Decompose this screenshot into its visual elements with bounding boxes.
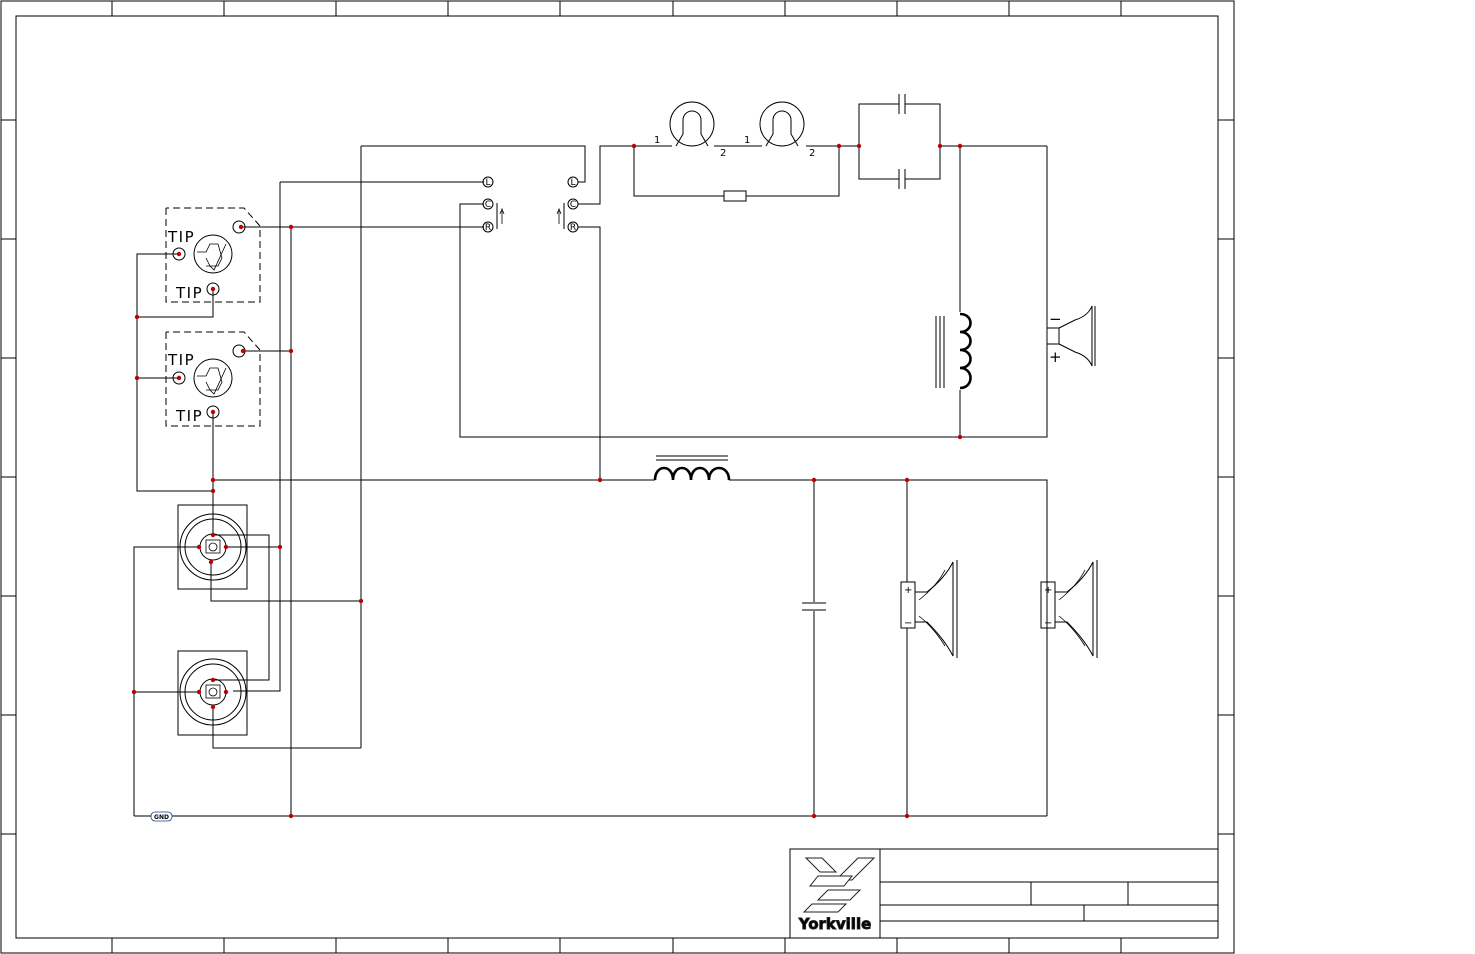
drawing-frame — [0, 0, 1235, 954]
woofer-driver-icon: + − — [900, 560, 958, 658]
ground-tag: GND — [150, 811, 173, 822]
horn-minus: − — [1049, 310, 1062, 328]
wiring — [133, 103, 1048, 817]
input-jack-2: TIP TIP — [165, 331, 261, 427]
resistor — [723, 190, 747, 202]
lamp-1: 1 2 — [654, 101, 726, 159]
woofer-1-plus: + — [904, 585, 912, 596]
lamp-2-pin-1: 1 — [744, 135, 750, 146]
capacitor-pair — [898, 94, 906, 189]
horn-plus: + — [1049, 348, 1062, 366]
jack-1-tip-label-lower: TIP — [175, 284, 203, 302]
woofer-2-plus: + — [1044, 585, 1052, 596]
speakon-connector-2 — [177, 650, 248, 736]
yorkville-logo-icon — [802, 857, 876, 913]
switch-left-c: C — [485, 200, 491, 210]
switch-right-c: C — [570, 200, 576, 210]
switch-left-r: R — [485, 223, 491, 233]
jack-1-tip-label-upper: TIP — [167, 228, 195, 246]
woofer-2-minus: − — [1044, 618, 1052, 629]
switch-right: L C R — [556, 176, 579, 233]
jack-2-tip-label-upper: TIP — [167, 351, 195, 369]
autoformer — [935, 312, 972, 390]
horn-tweeter-icon: − + — [1046, 305, 1096, 367]
lamp-1-pin-1: 1 — [654, 135, 660, 146]
ground-label: GND — [154, 814, 169, 821]
input-jack-1: TIP TIP — [165, 207, 261, 303]
lamp-2: 1 2 — [744, 101, 815, 159]
switch-left: L C R — [482, 176, 505, 233]
jack-2-tip-label-lower: TIP — [175, 407, 203, 425]
woofer-1-minus: − — [904, 618, 912, 629]
lamp-1-pin-2: 2 — [720, 148, 726, 159]
title-block: Yorkville — [789, 848, 1219, 939]
switch-left-l: L — [485, 178, 490, 188]
junction-dots — [131, 143, 963, 819]
woofer-driver-icon: + − — [1040, 560, 1098, 658]
lamp-2-pin-2: 2 — [809, 148, 815, 159]
capacitor-shunt — [802, 602, 826, 611]
brand-name: Yorkville — [798, 915, 872, 933]
switch-right-r: R — [570, 223, 576, 233]
inductor — [653, 455, 731, 481]
switch-right-l: L — [570, 178, 575, 188]
